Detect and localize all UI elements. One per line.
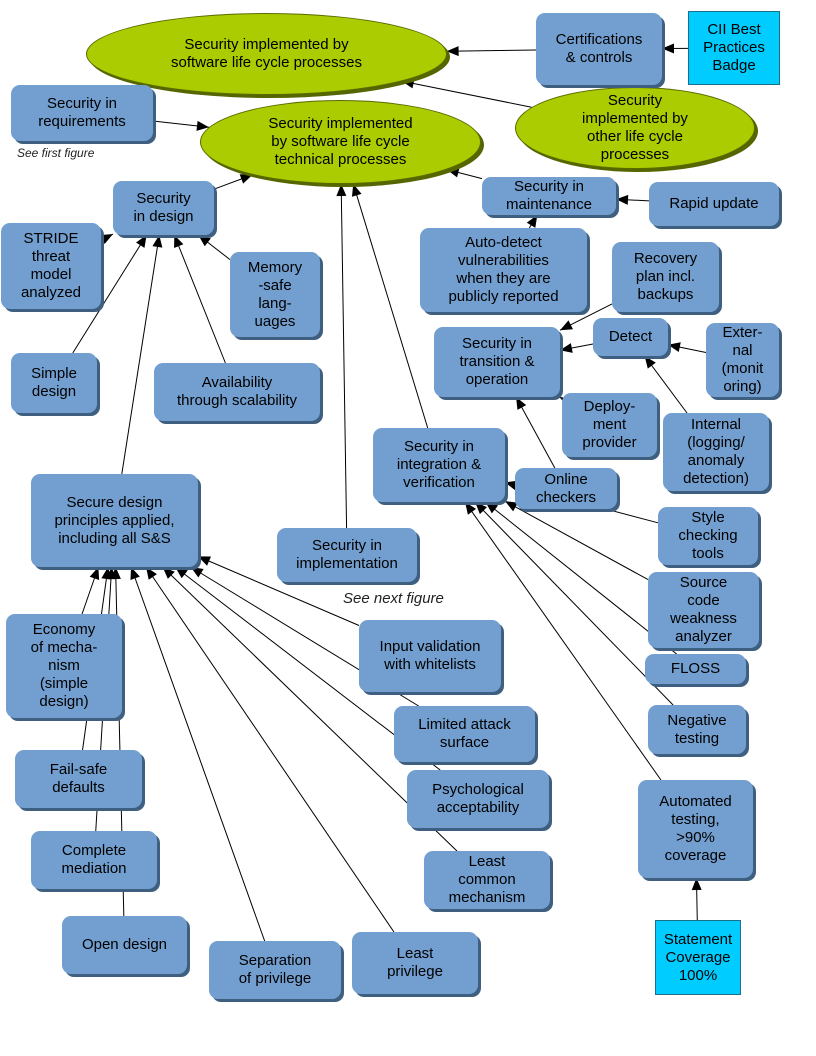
node-transition: Security in transition & operation bbox=[434, 327, 560, 397]
edge-integration-to-technical bbox=[352, 183, 429, 429]
node-failsafe: Fail-safe defaults bbox=[15, 750, 142, 808]
node-rapid-update: Rapid update bbox=[649, 182, 779, 226]
node-other: Security implemented by other life cycle… bbox=[515, 87, 755, 169]
edge-certifications-to-root bbox=[446, 49, 537, 52]
arrowhead-limited-attack-to-secure-principles bbox=[190, 567, 204, 578]
node-input-validation: Input validation with whitelists bbox=[359, 620, 501, 692]
node-root: Security implemented by software life cy… bbox=[86, 13, 447, 95]
arrowhead-open-design-to-secure-principles bbox=[110, 567, 121, 580]
edge-floss-to-integration bbox=[485, 501, 677, 655]
node-maintenance: Security in maintenance bbox=[482, 177, 616, 215]
node-stride: STRIDE threat model analyzed bbox=[1, 223, 101, 309]
arrowhead-rapid-update-to-maintenance bbox=[616, 194, 629, 205]
node-complete-mediation: Complete mediation bbox=[31, 831, 157, 889]
edge-separation-to-secure-principles bbox=[130, 566, 266, 942]
arrowhead-cii-to-certifications bbox=[662, 43, 675, 54]
edge-least-privilege-to-secure-principles bbox=[145, 566, 395, 933]
node-technical: Security implemented by software life cy… bbox=[200, 100, 481, 184]
node-internal: Internal (logging/ anomaly detection) bbox=[663, 413, 769, 491]
arrowhead-auto-detect-to-maintenance bbox=[526, 215, 538, 228]
node-floss: FLOSS bbox=[645, 654, 746, 684]
node-open-design: Open design bbox=[62, 916, 187, 974]
arrowhead-style-checking-to-integration bbox=[505, 480, 518, 491]
arrowhead-certifications-to-root bbox=[446, 46, 459, 57]
node-detect: Detect bbox=[593, 318, 668, 356]
edge-source-code-to-integration bbox=[504, 500, 649, 581]
node-economy: Economy of mecha- nism (simple design) bbox=[6, 614, 122, 718]
node-least-privilege: Least privilege bbox=[352, 932, 478, 994]
edge-secure-principles-to-design bbox=[121, 234, 160, 475]
node-design: Security in design bbox=[113, 181, 214, 235]
arrowhead-secure-principles-to-design bbox=[152, 235, 163, 248]
edge-simple-design-to-design bbox=[72, 234, 148, 354]
node-implementation: Security in implementation bbox=[277, 528, 417, 582]
node-limited-attack: Limited attack surface bbox=[394, 706, 535, 762]
arrowhead-input-validation-to-secure-principles bbox=[198, 556, 211, 566]
node-certifications: Certifications & controls bbox=[536, 13, 662, 85]
node-deployment: Deploy- ment provider bbox=[562, 393, 657, 457]
arrowhead-availability-to-design bbox=[174, 235, 184, 248]
node-source-code: Source code weakness analyzer bbox=[648, 572, 759, 648]
arrowhead-least-common-to-secure-principles bbox=[162, 567, 175, 579]
edge-negative-testing-to-integration bbox=[474, 501, 674, 706]
arrowhead-floss-to-integration bbox=[485, 502, 499, 514]
arrowhead-internal-to-detect bbox=[644, 356, 656, 369]
note-see-next-figure: See next figure bbox=[343, 590, 444, 607]
arrowhead-online-checkers-to-transition bbox=[516, 397, 527, 410]
note-see-first-figure: See first figure bbox=[17, 146, 95, 160]
edge-input-validation-to-secure-principles bbox=[197, 555, 360, 626]
arrowhead-least-privilege-to-secure-principles bbox=[146, 567, 157, 580]
node-style-checking: Style checking tools bbox=[658, 507, 758, 565]
arrowhead-psychological-to-secure-principles bbox=[175, 567, 188, 579]
arrowhead-recovery-to-transition bbox=[560, 320, 573, 331]
arrowhead-stride-to-design bbox=[100, 234, 113, 244]
node-least-common: Least common mechanism bbox=[424, 851, 550, 909]
arrowhead-other-to-root bbox=[401, 78, 415, 89]
arrowhead-memory-safe-to-design bbox=[198, 235, 211, 247]
node-requirements: Security in requirements bbox=[11, 85, 153, 141]
edge-online-checkers-to-transition bbox=[515, 396, 556, 469]
node-online-checkers: Online checkers bbox=[515, 468, 617, 509]
edge-other-to-root bbox=[401, 80, 532, 108]
arrowhead-maintenance-to-technical bbox=[446, 167, 460, 178]
edge-implementation-to-technical bbox=[340, 183, 348, 529]
node-recovery: Recovery plan incl. backups bbox=[612, 242, 719, 312]
node-secure-principles: Secure design principles applied, includ… bbox=[31, 474, 198, 567]
node-separation: Separation of privilege bbox=[209, 941, 341, 999]
arrowhead-economy-to-secure-principles bbox=[89, 567, 100, 580]
arrowhead-automated-testing-to-integration bbox=[465, 502, 477, 515]
node-automated-testing: Automated testing, >90% coverage bbox=[638, 780, 753, 878]
node-psychological: Psychological acceptability bbox=[407, 770, 549, 828]
node-integration: Security in integration & verification bbox=[373, 428, 505, 502]
arrowhead-implementation-to-technical bbox=[336, 183, 347, 197]
arrowhead-simple-design-to-design bbox=[136, 235, 147, 248]
arrowhead-external-to-detect bbox=[668, 342, 681, 353]
node-statement-coverage: Statement Coverage 100% bbox=[655, 920, 741, 995]
arrowhead-source-code-to-integration bbox=[505, 501, 518, 512]
arrowhead-statement-coverage-to-automated-testing bbox=[691, 878, 702, 891]
arrowhead-integration-to-technical bbox=[351, 183, 362, 197]
edge-availability-to-design bbox=[173, 234, 226, 364]
node-cii: CII Best Practices Badge bbox=[688, 11, 780, 85]
edge-automated-testing-to-integration bbox=[464, 501, 662, 781]
node-simple-design: Simple design bbox=[11, 353, 97, 413]
node-negative-testing: Negative testing bbox=[648, 705, 746, 754]
arrowhead-separation-to-secure-principles bbox=[130, 567, 140, 580]
arrowhead-design-to-technical bbox=[239, 174, 253, 184]
node-external: Exter- nal (monit oring) bbox=[706, 323, 779, 397]
arrowhead-requirements-to-technical bbox=[196, 120, 209, 131]
node-auto-detect: Auto-detect vulnerabilities when they ar… bbox=[420, 228, 587, 312]
node-memory-safe: Memory -safe lang- uages bbox=[230, 252, 320, 337]
node-availability: Availability through scalability bbox=[154, 363, 320, 421]
arrowhead-detect-to-transition bbox=[560, 343, 573, 353]
arrowhead-negative-testing-to-integration bbox=[475, 502, 488, 515]
